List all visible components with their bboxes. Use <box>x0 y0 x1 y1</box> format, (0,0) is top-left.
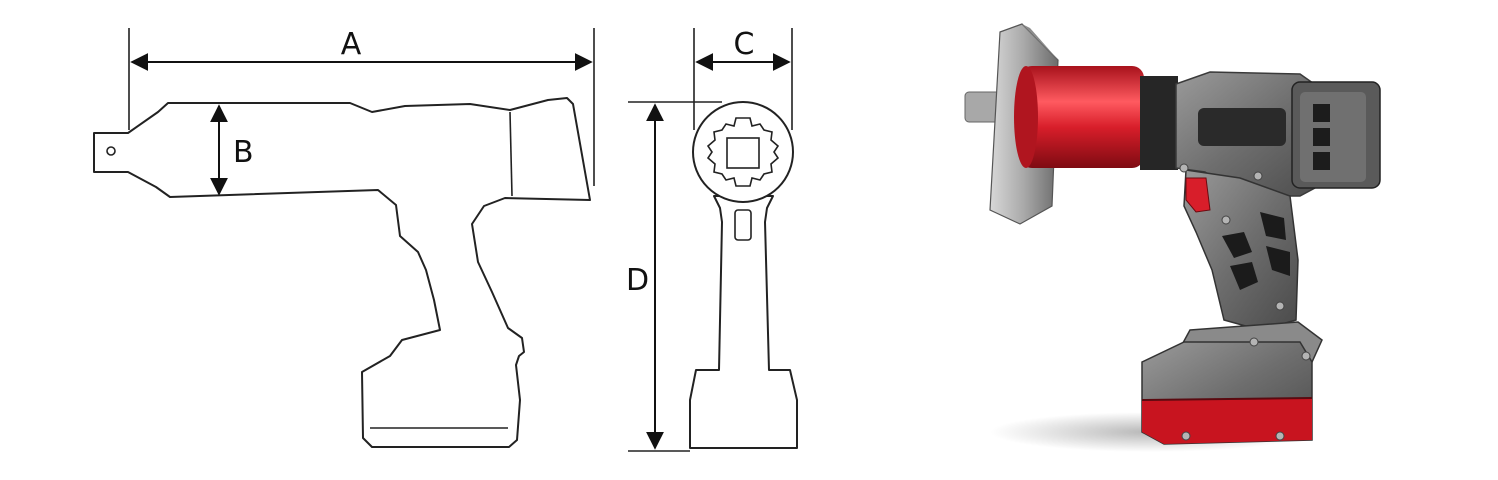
dimension-label-d: D <box>626 263 649 298</box>
cordless-torque-tool-illustration <box>964 23 1381 452</box>
dimension-a: A <box>128 27 595 186</box>
front-view-outline <box>689 101 798 449</box>
dimension-d: D <box>626 101 722 452</box>
dimension-b: B <box>210 104 254 196</box>
dimension-label-a: A <box>341 27 362 62</box>
dimension-label-c: C <box>734 27 755 62</box>
side-view-outline <box>93 97 591 448</box>
dimension-label-b: B <box>233 135 254 170</box>
dimension-c: C <box>693 27 793 130</box>
